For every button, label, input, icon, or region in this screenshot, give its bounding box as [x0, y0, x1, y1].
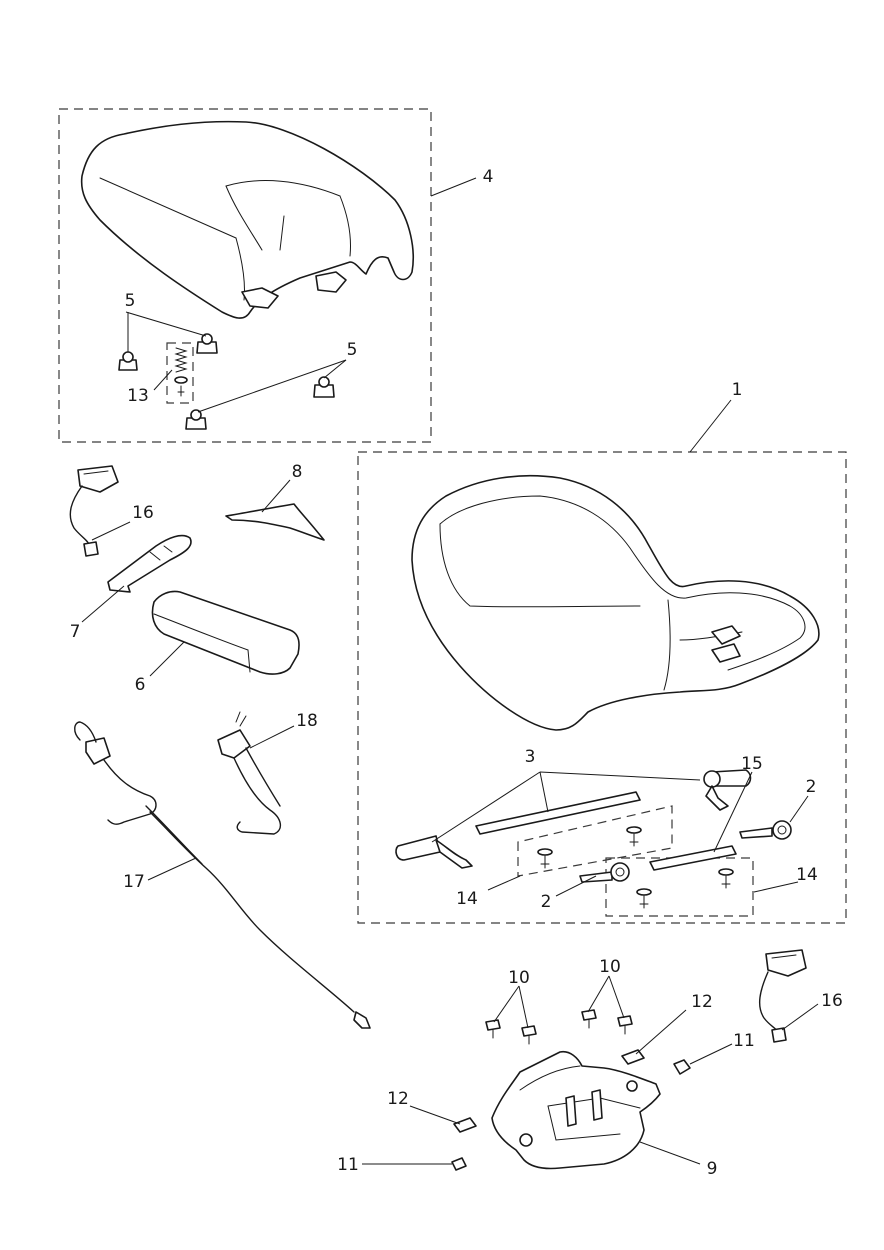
callout-12: 12 [387, 1089, 409, 1109]
callout-14: 14 [796, 865, 818, 885]
callout-1: 1 [732, 380, 743, 400]
callout-17: 17 [123, 872, 145, 892]
screw-washer-set [537, 826, 734, 909]
pillion-seat [80, 120, 414, 319]
connector-lead [217, 711, 281, 835]
tool-part [225, 503, 325, 541]
callout-2: 2 [541, 892, 552, 912]
leader-lines [81, 177, 819, 1165]
spring-kit-box [166, 342, 194, 404]
callout-labels: 1 2 2 3 4 5 5 6 7 8 9 10 10 11 11 12 12 … [70, 167, 843, 1179]
rider-seat-group-box [357, 451, 847, 924]
callout-10: 10 [599, 957, 621, 977]
pillion-seat-group-box [58, 108, 432, 443]
pad-block [151, 590, 300, 675]
callout-16: 16 [821, 991, 843, 1011]
rider-seat [411, 474, 820, 731]
buffer-pad [118, 333, 335, 430]
nut-lower [451, 1157, 467, 1171]
callout-9: 9 [707, 1159, 718, 1179]
grommet [579, 820, 792, 883]
callout-10: 10 [508, 968, 530, 988]
callout-4: 4 [483, 167, 494, 187]
clip-upper [621, 1049, 645, 1065]
callout-2: 2 [806, 777, 817, 797]
connector-lead-top [69, 465, 119, 557]
rod-assembly [395, 769, 752, 869]
wiring-harness [74, 721, 371, 1029]
clip-lower [453, 1117, 477, 1133]
strap [107, 534, 192, 593]
callout-5: 5 [125, 291, 136, 311]
callout-6: 6 [135, 675, 146, 695]
callout-3: 3 [525, 747, 536, 767]
callout-15: 15 [741, 754, 763, 774]
callout-18: 18 [296, 711, 318, 731]
bolt-set [485, 1009, 633, 1045]
callout-5: 5 [347, 340, 358, 360]
nut-upper [673, 1059, 691, 1075]
callout-12: 12 [691, 992, 713, 1012]
callout-11: 11 [733, 1031, 755, 1051]
seat-bracket [491, 1050, 661, 1170]
callout-16: 16 [132, 503, 154, 523]
callout-8: 8 [292, 462, 303, 482]
callout-13: 13 [127, 386, 149, 406]
callout-7: 7 [70, 622, 81, 642]
clip-kit-box-right [605, 857, 754, 917]
clip-kit-box-left [517, 805, 673, 877]
connector-lead-bottom [758, 949, 807, 1043]
callout-11: 11 [337, 1155, 359, 1175]
spring-screw-kit [174, 347, 188, 397]
callout-14: 14 [456, 889, 478, 909]
